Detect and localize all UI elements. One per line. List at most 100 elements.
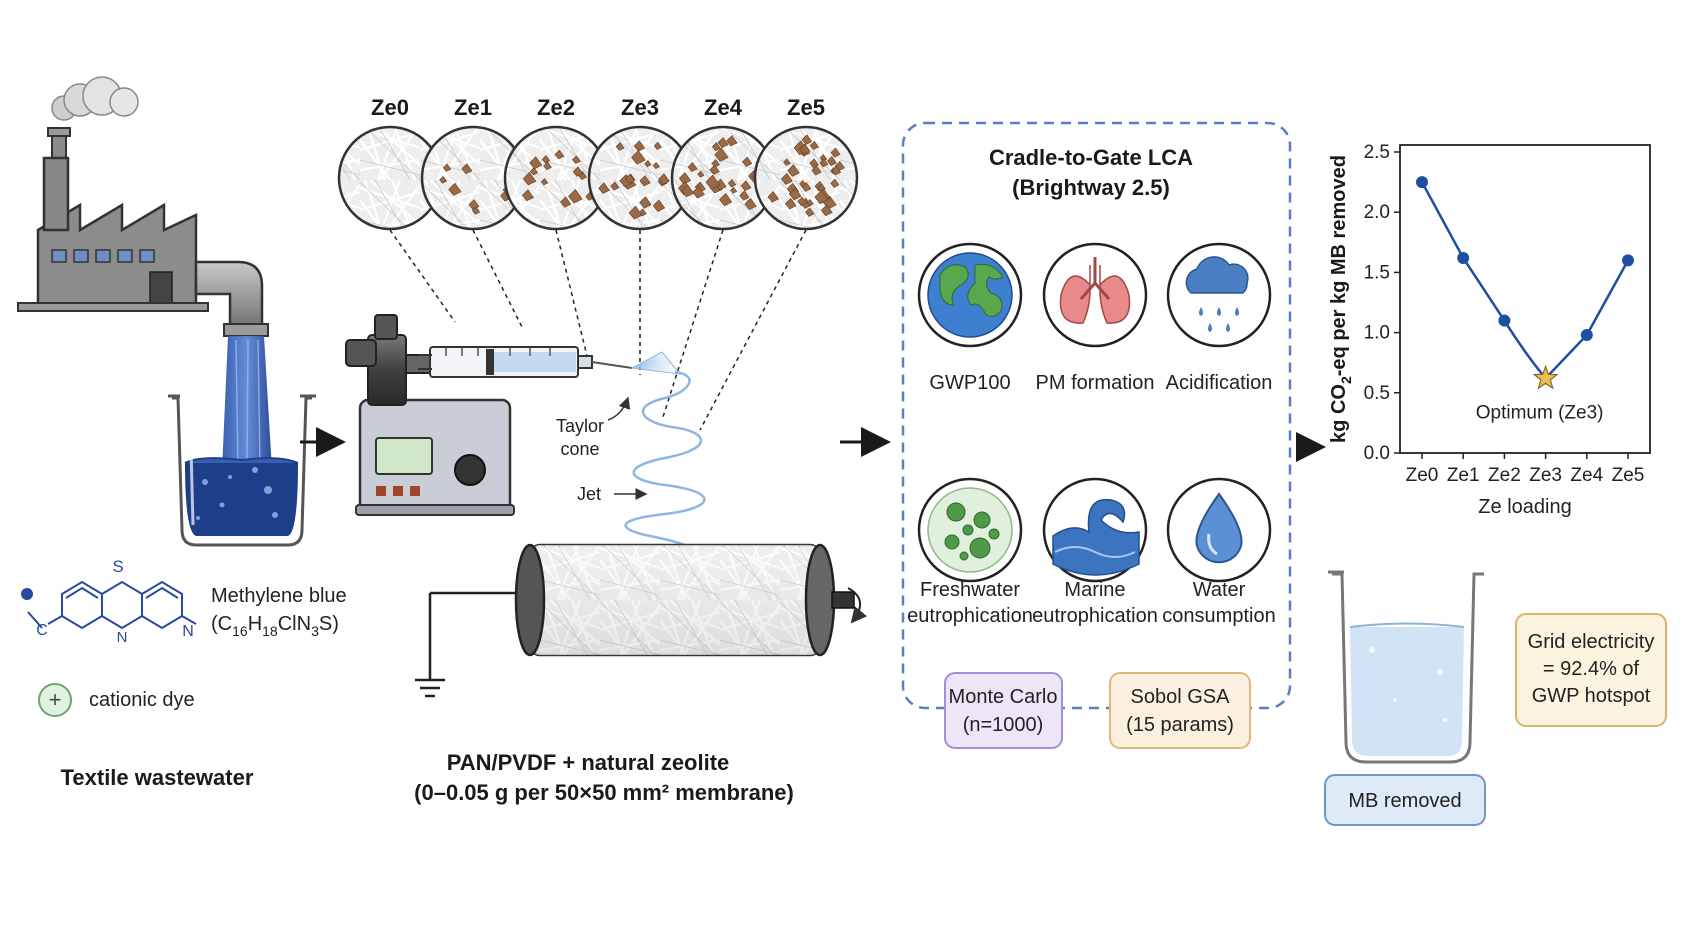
y-tick-label: 0.5 — [1364, 383, 1390, 404]
monte-carlo-line2: (n=1000) — [963, 714, 1044, 736]
x-tick-label: Ze5 — [1612, 465, 1645, 486]
sample-micrographs — [337, 125, 859, 231]
nitrogen-atom-label: N — [117, 629, 128, 646]
water-drop-icon — [1166, 477, 1272, 583]
x-tick-label: Ze2 — [1488, 465, 1521, 486]
sample-connector-ze4 — [661, 229, 724, 421]
sample-label-ze4: Ze4 — [704, 95, 743, 120]
smoke-icon — [51, 76, 139, 121]
impact-label-rain-cloud-1: Acidification — [1166, 372, 1273, 394]
y-tick-label: 1.5 — [1364, 262, 1390, 283]
membrane-title-line2: (0–0.05 g per 50×50 mm² membrane) — [414, 780, 794, 805]
data-point — [1457, 251, 1470, 264]
y-tick-label: 1.0 — [1364, 323, 1390, 344]
x-tick-label: Ze3 — [1529, 465, 1562, 486]
factory-icon — [17, 76, 209, 312]
grid-electricity-line2: = 92.4% of — [1543, 658, 1640, 680]
mb-removed-box: MB removed — [1324, 774, 1486, 826]
x-tick-label: Ze4 — [1570, 465, 1603, 486]
sobol-line2: (15 params) — [1126, 714, 1234, 736]
dye-name-label: Methylene blue — [211, 585, 347, 607]
charge-symbol: + — [49, 687, 62, 712]
sample-label-ze0: Ze0 — [371, 95, 409, 120]
polymer-jet-icon — [624, 370, 706, 554]
textile-wastewater-title: Textile wastewater — [61, 765, 254, 790]
optimum-annotation: Optimum (Ze3) — [1476, 402, 1604, 423]
lungs-icon — [1042, 242, 1148, 348]
collector-drum-icon — [415, 543, 868, 698]
y-tick-label: 0.0 — [1364, 443, 1390, 464]
sample-connector-ze0 — [389, 229, 456, 323]
sample-connector-lines — [389, 229, 807, 431]
impact-label-lungs-1: PM formation — [1036, 372, 1155, 394]
sobol-line1: Sobol GSA — [1131, 686, 1231, 708]
chart-plot-area — [1399, 144, 1651, 454]
globe-icon — [917, 242, 1023, 348]
lca-panel — [901, 121, 1292, 710]
series-line — [1420, 181, 1630, 381]
monte-carlo-line1: Monte Carlo — [949, 686, 1058, 708]
grid-electricity-box: Grid electricity = 92.4% of GWP hotspot — [1515, 613, 1667, 727]
impact-label-algae-1: Freshwater — [920, 579, 1020, 601]
sample-labels: Ze0 Ze1 Ze2 Ze3 Ze4 Ze5 — [371, 95, 825, 120]
sample-label-ze2: Ze2 — [537, 95, 575, 120]
taylor-cone-label-line2: cone — [560, 439, 599, 459]
sample-micrograph-ze4 — [670, 125, 776, 231]
cationic-charge-icon: + — [38, 683, 72, 717]
membrane-title-line1: PAN/PVDF + natural zeolite — [447, 750, 730, 775]
x-tick-label: Ze1 — [1447, 465, 1480, 486]
sample-micrograph-ze3 — [587, 125, 693, 231]
impact-label-water-drop-2: consumption — [1162, 605, 1275, 627]
grid-electricity-line3: GWP hotspot — [1532, 685, 1651, 707]
algae-icon — [917, 477, 1023, 583]
data-point — [1622, 254, 1634, 267]
taylor-cone-icon — [630, 351, 682, 375]
mb-removed-label: MB removed — [1348, 790, 1461, 812]
amine-nitrogen-label: N — [182, 623, 194, 640]
y-tick-label: 2.0 — [1364, 202, 1390, 223]
sobol-gsa-box: Sobol GSA (15 params) — [1109, 672, 1251, 749]
sample-connector-ze1 — [472, 229, 523, 328]
wave-icon — [1042, 477, 1148, 583]
pump-display — [375, 437, 433, 475]
y-tick-label: 2.5 — [1364, 142, 1390, 163]
rain-cloud-icon — [1166, 242, 1272, 348]
syringe-pump-icon — [345, 314, 515, 516]
drain-pipe-icon — [194, 260, 269, 337]
data-point — [1580, 329, 1593, 342]
sample-label-ze3: Ze3 — [621, 95, 659, 120]
impact-label-algae-2: eutrophication — [907, 605, 1033, 627]
data-point — [1498, 314, 1511, 327]
x-tick-label: Ze0 — [1406, 465, 1439, 486]
taylor-cone-pointer — [607, 396, 631, 421]
impact-label-wave-1: Marine — [1064, 579, 1125, 601]
impact-label-water-drop-1: Water — [1193, 579, 1246, 601]
sample-micrograph-ze5 — [753, 125, 859, 231]
treated-water-beaker-icon — [1328, 570, 1484, 764]
x-axis-title: Ze loading — [1478, 496, 1571, 518]
lca-title-line1: Cradle-to-Gate LCA — [989, 145, 1193, 170]
sample-label-ze5: Ze5 — [787, 95, 825, 120]
data-point — [1416, 176, 1428, 189]
impact-label-globe-1: GWP100 — [929, 372, 1010, 394]
optimum-star-marker — [1532, 364, 1559, 390]
pouring-water-icon — [222, 336, 272, 470]
methylene-blue-structure-icon — [21, 580, 197, 630]
sample-label-ze1: Ze1 — [454, 95, 492, 120]
impact-label-wave-2: eutrophication — [1032, 605, 1158, 627]
pump-knob — [454, 454, 486, 486]
monte-carlo-box: Monte Carlo (n=1000) — [944, 672, 1063, 749]
lca-title-line2: (Brightway 2.5) — [1012, 175, 1170, 200]
syringe-icon — [418, 346, 633, 378]
jet-label: Jet — [577, 484, 601, 504]
cationic-dye-label: cationic dye — [89, 689, 195, 711]
carbon-atom-label: C — [36, 622, 48, 639]
wastewater-beaker-icon — [168, 394, 316, 547]
sample-connector-ze5 — [699, 229, 807, 431]
taylor-cone-label-line1: Taylor — [556, 416, 604, 436]
impact-categories: GWP100 PM formation AcidificationFreshwate… — [907, 242, 1276, 627]
dye-formula-label: (C16H18ClN3S) — [211, 613, 339, 639]
y-axis-title: kg CO2-eq per kg MB removed — [1328, 155, 1354, 443]
